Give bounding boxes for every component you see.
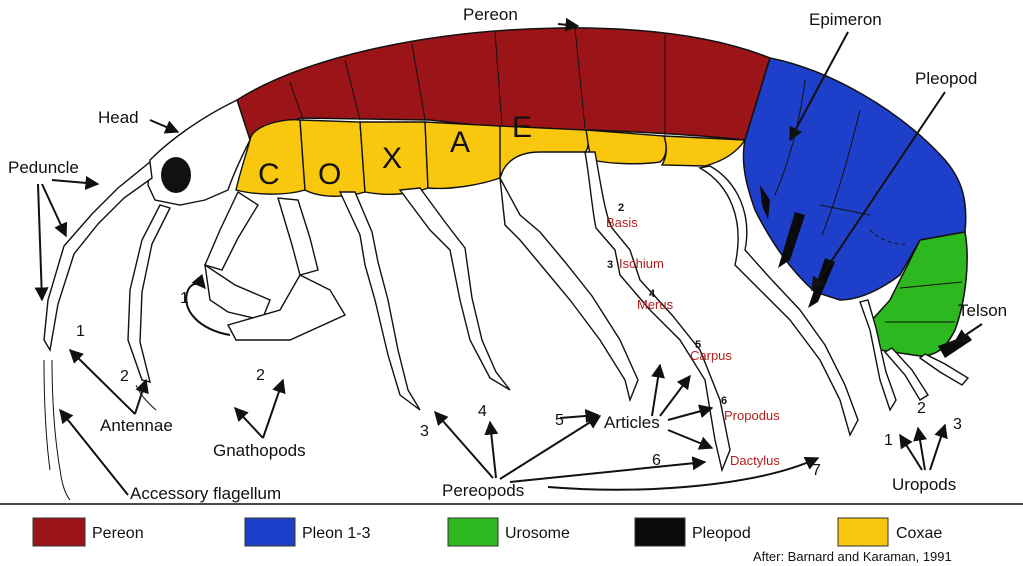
legend-label-coxae: Coxae: [896, 525, 942, 542]
article-num-propodus: 6: [721, 395, 727, 407]
amphipod-body: [44, 28, 972, 500]
num-gnathopod-2: 2: [256, 367, 265, 384]
label-pereopods: Pereopods: [442, 481, 524, 500]
legend: Pereon Pleon 1-3 Urosome Pleopod Coxae: [33, 518, 942, 546]
label-accessory-flagellum: Accessory flagellum: [130, 484, 281, 503]
num-pereopod-7: 7: [812, 462, 821, 479]
label-peduncle: Peduncle: [8, 158, 79, 177]
num-uropod-3: 3: [953, 416, 962, 433]
article-name-propodus: Propodus: [724, 408, 780, 423]
legend-label-pereon: Pereon: [92, 525, 144, 542]
article-name-basis: Basis: [606, 215, 638, 230]
label-head: Head: [98, 108, 139, 127]
num-pereopod-3: 3: [420, 423, 429, 440]
label-pleopod: Pleopod: [915, 69, 977, 88]
article-name-ischium: Ischium: [619, 256, 664, 271]
article-num-ischium: 3: [607, 259, 613, 271]
head: [148, 100, 250, 205]
legend-swatch-coxae: [838, 518, 888, 546]
legend-swatch-pleopod: [635, 518, 685, 546]
legend-label-urosome: Urosome: [505, 525, 570, 542]
label-epimeron: Epimeron: [809, 10, 882, 29]
legend-swatch-pereon: [33, 518, 85, 546]
legend-label-pleon: Pleon 1-3: [302, 525, 371, 542]
antennae-drawing: [44, 162, 170, 500]
label-antennae: Antennae: [100, 416, 173, 435]
num-uropod-1: 1: [884, 432, 893, 449]
article-name-merus: Merus: [637, 297, 674, 312]
coxae-letter-1: C: [258, 158, 280, 191]
article-name-dactylus: Dactylus: [730, 453, 780, 468]
coxae-letter-3: X: [382, 142, 402, 175]
num-uropod-2: 2: [917, 400, 926, 417]
eye: [161, 157, 191, 193]
citation: After: Barnard and Karaman, 1991: [753, 549, 952, 564]
num-antenna-2: 2: [120, 368, 129, 385]
num-antenna-1: 1: [76, 323, 85, 340]
gnathopods-drawing: [205, 192, 345, 340]
label-telson: Telson: [958, 301, 1007, 320]
num-pereopod-4: 4: [478, 403, 487, 420]
num-pereopod-5: 5: [555, 412, 564, 429]
legend-swatch-urosome: [448, 518, 498, 546]
label-uropods: Uropods: [892, 475, 956, 494]
coxae-letter-4: A: [450, 126, 470, 159]
article-num-basis: 2: [618, 202, 624, 214]
coxae-letter-5: E: [512, 111, 532, 144]
article-name-carpus: Carpus: [690, 348, 732, 363]
coxae-letter-2: O: [318, 158, 341, 191]
label-gnathopods: Gnathopods: [213, 441, 306, 460]
legend-label-pleopod: Pleopod: [692, 525, 751, 542]
legend-swatch-pleon: [245, 518, 295, 546]
label-pereon: Pereon: [463, 5, 518, 24]
